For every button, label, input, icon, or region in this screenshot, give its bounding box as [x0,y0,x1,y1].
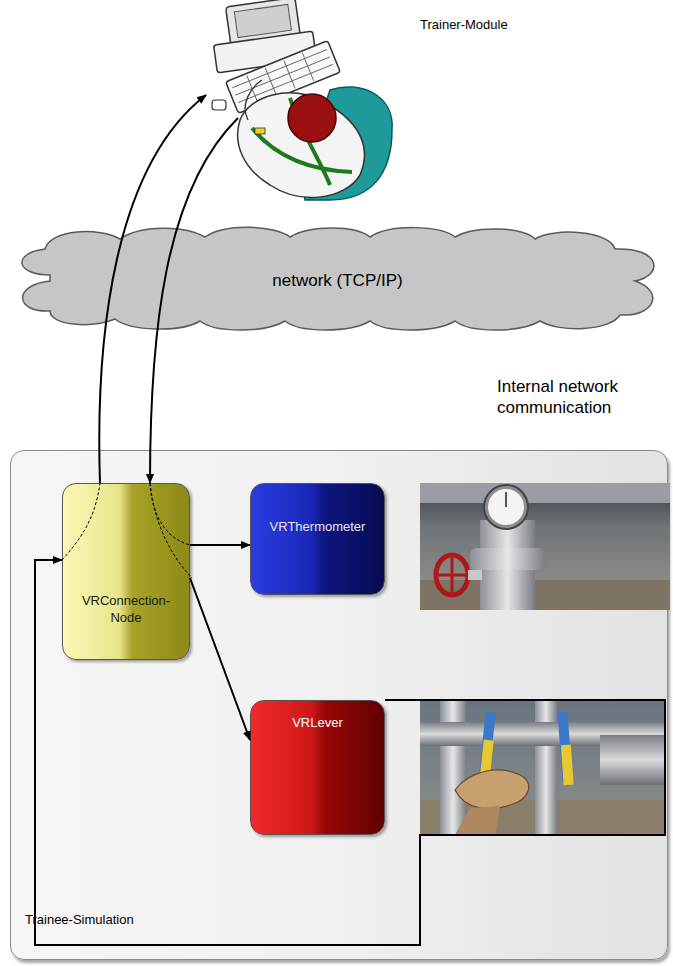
internal-routing [62,483,192,578]
connector-arrow [150,118,238,483]
box-label: VRConnection-Node [76,592,176,626]
network-label: network (TCP/IP) [272,271,402,291]
thermometer-box: VRThermometer [250,483,385,595]
panel-name: Trainee-Simulation [25,912,134,927]
connector-arrow [99,95,206,483]
lever-box: VRLever [250,700,385,835]
trainer-module: Trainer-Module [200,0,375,200]
connector-arrow [35,560,665,945]
connection-node-box: VRConnection-Node [62,483,190,660]
network-cloud: network (TCP/IP) [10,225,665,333]
lever-photo [420,700,665,835]
trainee-simulation-panel: Internal network communicationTrainee-Si… [10,370,668,960]
box-label: VRThermometer [264,518,371,535]
trainer-figure [212,0,392,200]
connector-arrow [190,578,250,740]
module-label: Trainer-Module [420,17,508,32]
box-label: VRLever [264,714,371,731]
thermometer-photo [420,483,670,610]
connector-arrow [190,544,250,546]
panel-heading: Internal network communication [497,376,668,418]
